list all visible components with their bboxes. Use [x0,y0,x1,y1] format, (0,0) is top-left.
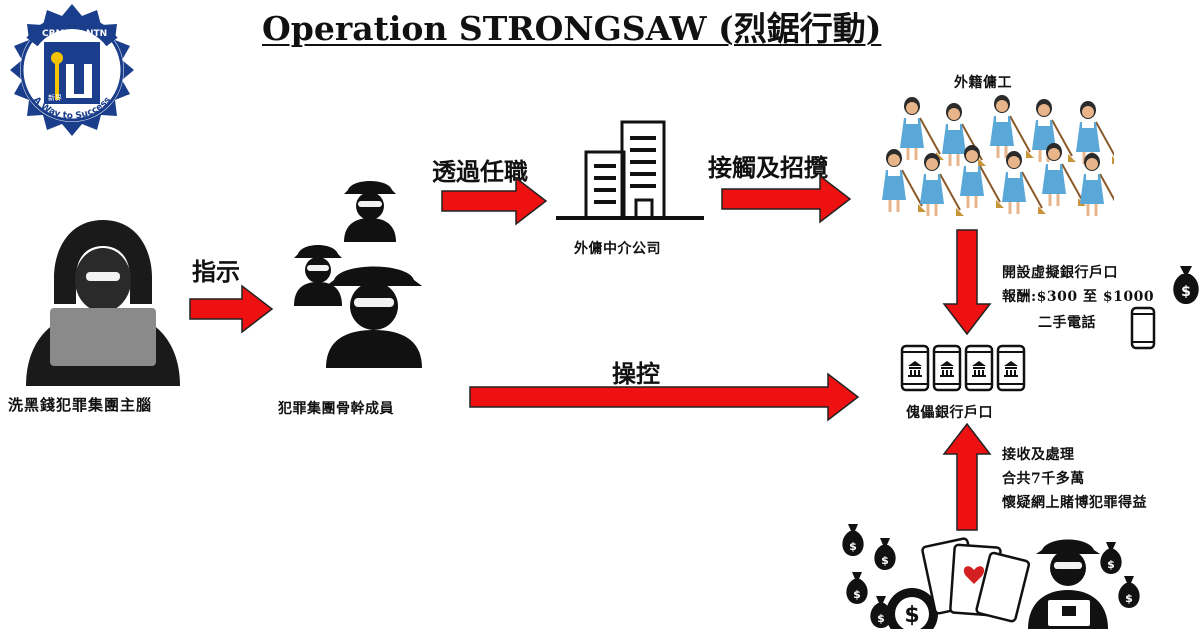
logo: CRM NTN 新界 A Way to Success [2,2,142,142]
instruct-arrow [189,284,274,334]
domestic-helpers-label: 外籍傭工 [954,75,1012,91]
agency-building-icon [556,118,704,230]
online-gambling-icon: $ $ [842,524,1154,633]
total-amount-note: 合共7千多萬 [1002,471,1085,487]
page-title: Operation STRONGSAW (烈鋸行動) [262,9,882,48]
control-arrow [469,372,860,422]
core-members-label: 犯罪集團骨幹成員 [278,401,394,417]
reward-note: 報酬:$300 至 $1000 [1002,289,1155,305]
svg-text:新界: 新界 [48,93,62,102]
gambling-to-accounts-arrow [942,422,992,531]
mastermind-icon [18,218,188,386]
receive-handle-note: 接收及處理 [1002,447,1075,463]
svg-text:$: $ [904,603,919,628]
via-employment-arrow-label: 透過任職 [432,157,528,186]
police-crest-icon: CRM NTN 新界 A Way to Success [10,4,134,136]
control-arrow-label: 操控 [612,359,660,388]
helpers-to-accounts-arrow [942,229,992,336]
open-virtual-account-note: 開設虛擬銀行戶口 [1002,265,1118,281]
domestic-helpers-icon [880,92,1126,224]
money-bag-icon: $ [1172,264,1200,306]
svg-text:$: $ [1181,284,1191,300]
stooge-accounts-icon [900,344,1026,392]
phone-icon [1130,306,1156,350]
via-employment-arrow [441,176,548,226]
agency-label: 外傭中介公司 [574,241,661,257]
svg-text:$: $ [849,540,857,553]
svg-text:CRM: CRM [42,29,65,39]
contact-recruit-arrow [721,174,852,224]
second-hand-phone-note: 二手電話 [1038,315,1096,331]
svg-text:NTN: NTN [86,29,107,39]
core-members-icon [292,172,424,368]
stooge-accounts-label: 傀儡銀行戶口 [906,405,993,421]
gambling-proceeds-note: 懷疑網上賭博犯罪得益 [1002,495,1147,511]
contact-recruit-arrow-label: 接觸及招攬 [708,153,828,182]
mastermind-label: 洗黑錢犯罪集團主腦 [8,396,153,414]
instruct-arrow-label: 指示 [192,257,240,286]
